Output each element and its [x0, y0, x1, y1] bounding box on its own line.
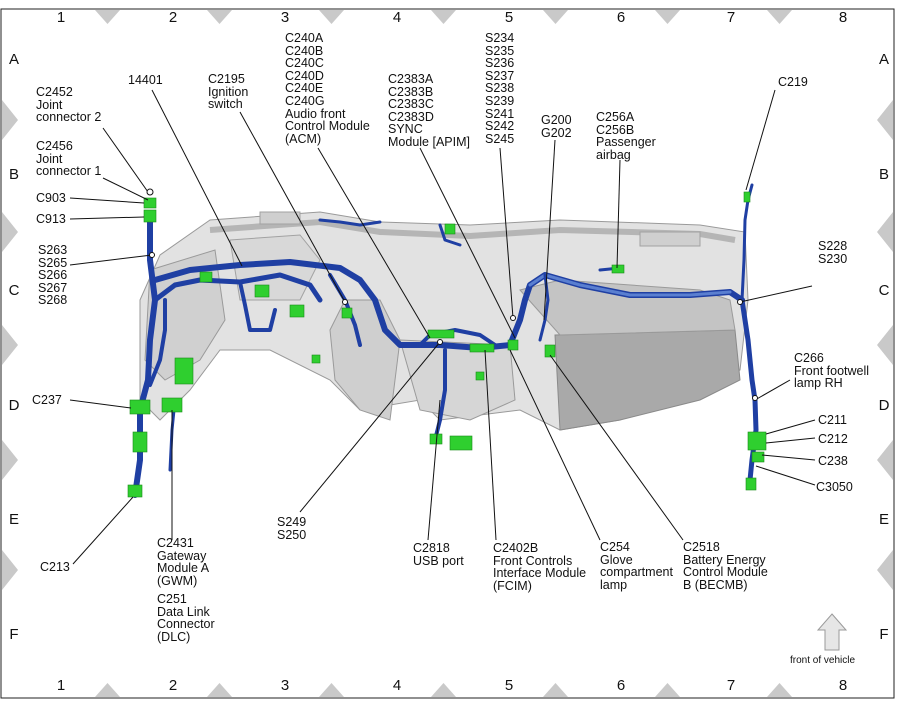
- col-label-4-bottom: 4: [392, 677, 402, 694]
- callout-c266: C266 Front footwell lamp RH: [794, 351, 870, 391]
- diagram-border: [0, 8, 895, 699]
- leader-lines: [69, 89, 816, 565]
- callout-c2431: C2431 Gateway Module A (GWM): [157, 536, 210, 588]
- col-label-1-top: 1: [56, 9, 66, 26]
- col-label-4-top: 4: [392, 9, 402, 26]
- row-label-d-left: D: [8, 397, 20, 414]
- row-label-f-right: F: [879, 626, 889, 643]
- col-label-7-bottom: 7: [726, 677, 736, 694]
- col-label-8-bottom: 8: [838, 677, 848, 694]
- row-label-e-left: E: [8, 511, 19, 528]
- callout-c903: C903: [36, 191, 66, 205]
- row-label-b-left: B: [8, 166, 19, 183]
- callout-c212: C212: [818, 432, 848, 446]
- col-label-2-bottom: 2: [168, 677, 178, 694]
- callout-s228: S228 S230: [818, 239, 848, 266]
- row-label-a-right: A: [878, 51, 889, 68]
- row-label-d-right: D: [878, 397, 890, 414]
- callout-c2818: C2818 USB port: [413, 541, 464, 568]
- callout-c238: C238: [818, 454, 848, 468]
- callout-c913: C913: [36, 212, 66, 226]
- row-label-a-left: A: [8, 51, 19, 68]
- callout-c254: C254 Glove compartment lamp: [600, 540, 673, 592]
- callout-c2452: C2452 Joint connector 2: [36, 85, 102, 125]
- callout-c2383: C2383A C2383B C2383C C2383D SYNC Module …: [388, 72, 470, 149]
- callout-c2456: C2456 Joint connector 1: [36, 139, 102, 179]
- callout-c251: C251 Data Link Connector (DLC): [157, 592, 215, 644]
- callout-c237: C237: [32, 393, 62, 407]
- callout-c2402b: C2402B Front Controls Interface Module (…: [493, 541, 587, 593]
- col-label-8-top: 8: [838, 9, 848, 26]
- callout-c240: C240A C240B C240C C240D C240E C240G Audi…: [285, 31, 370, 146]
- grid-ticks: [2, 10, 893, 697]
- callout-14401: 14401: [128, 73, 163, 87]
- connectors: [127, 191, 767, 498]
- callout-c2195: C2195 Ignition switch: [208, 72, 249, 112]
- splice-markers: [146, 188, 758, 401]
- row-label-c-left: C: [8, 282, 20, 299]
- col-label-3-bottom: 3: [280, 677, 290, 694]
- callout-s249: S249 S250: [277, 515, 307, 542]
- callout-s234: S234 S235 S236 S237 S238 S239 S241 S242 …: [485, 31, 515, 146]
- callout-c3050: C3050: [816, 480, 853, 494]
- col-label-7-top: 7: [726, 9, 736, 26]
- col-label-5-top: 5: [504, 9, 514, 26]
- callout-c256: C256A C256B Passenger airbag: [596, 110, 656, 162]
- row-label-f-left: F: [9, 626, 19, 643]
- row-label-e-right: E: [878, 511, 889, 528]
- callout-g200: G200 G202: [541, 113, 572, 140]
- front-of-vehicle-label: front of vehicle: [790, 655, 856, 666]
- col-label-6-top: 6: [616, 9, 626, 26]
- front-arrow-icon: [816, 613, 848, 651]
- callout-c219: C219: [778, 75, 808, 89]
- instrument-panel: [139, 211, 749, 431]
- col-label-6-bottom: 6: [616, 677, 626, 694]
- callout-c211: C211: [818, 413, 847, 427]
- callout-c213: C213: [40, 560, 70, 574]
- col-label-1-bottom: 1: [56, 677, 66, 694]
- row-label-b-right: B: [878, 166, 889, 183]
- col-label-2-top: 2: [168, 9, 178, 26]
- col-label-5-bottom: 5: [504, 677, 514, 694]
- col-label-3-top: 3: [280, 9, 290, 26]
- callout-s263: S263 S265 S266 S267 S268: [38, 243, 68, 308]
- row-label-c-right: C: [878, 282, 890, 299]
- callout-c2518: C2518 Battery Energy Control Module B (B…: [683, 540, 768, 592]
